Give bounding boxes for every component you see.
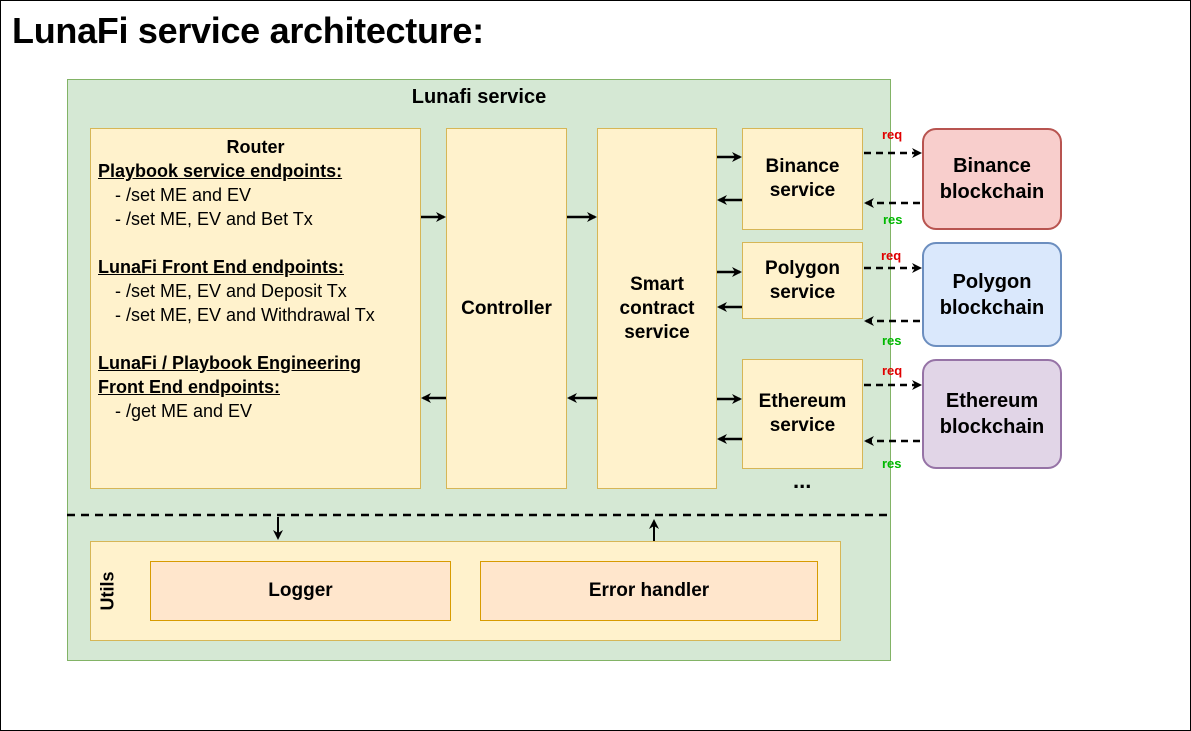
more-services-ellipsis: ... (793, 468, 812, 493)
page-title: LunaFi service architecture: (12, 10, 484, 51)
binance-service-label: Binance service (765, 156, 840, 201)
logger-box: Logger (150, 561, 451, 621)
smart-contract-service-label: Smart contract service (619, 273, 695, 343)
controller-label: Controller (461, 297, 552, 319)
lunafi-service-title: Lunafi service (411, 86, 547, 108)
router-section-playbook: Playbook service endpoints: (98, 161, 343, 181)
binance-blockchain-label: Binance blockchain (939, 155, 1045, 203)
req-label: req (881, 248, 902, 263)
polygon-blockchain-box: Polygon blockchain (922, 242, 1062, 347)
polygon-service-box: Polygon service (742, 242, 863, 319)
router-section-lunafi-frontend: LunaFi Front End endpoints: (98, 257, 344, 277)
ethereum-blockchain-box: Ethereum blockchain (922, 359, 1062, 469)
binance-service-box: Binance service (742, 128, 863, 230)
polygon-service-label: Polygon service (765, 257, 840, 303)
res-label: res (882, 456, 902, 471)
router-section-engineering-frontend: LunaFi / Playbook Engineering Front End … (98, 353, 362, 397)
logger-label: Logger (268, 580, 333, 601)
controller-box: Controller (446, 128, 567, 489)
ethereum-service-box: Ethereum service (742, 359, 863, 469)
router-endpoint: - /set ME, EV and Bet Tx (115, 209, 313, 229)
router-heading: Router (226, 137, 285, 157)
req-label: req (882, 127, 903, 142)
router-box: Router Playbook service endpoints: - /se… (90, 128, 421, 489)
router-endpoint: - /set ME, EV and Deposit Tx (115, 281, 347, 301)
router-endpoint: - /set ME and EV (115, 185, 252, 205)
error-handler-label: Error handler (588, 580, 710, 601)
res-label: res (883, 212, 903, 227)
smart-contract-service-box: Smart contract service (597, 128, 717, 489)
ethereum-service-label: Ethereum service (758, 391, 847, 436)
ethereum-blockchain-label: Ethereum blockchain (939, 390, 1045, 438)
binance-blockchain-box: Binance blockchain (922, 128, 1062, 230)
polygon-blockchain-label: Polygon blockchain (939, 270, 1045, 319)
req-label: req (882, 363, 903, 378)
error-handler-box: Error handler (480, 561, 818, 621)
res-label: res (882, 333, 902, 348)
router-endpoint: - /get ME and EV (115, 401, 253, 421)
router-endpoint: - /set ME, EV and Withdrawal Tx (115, 305, 375, 325)
